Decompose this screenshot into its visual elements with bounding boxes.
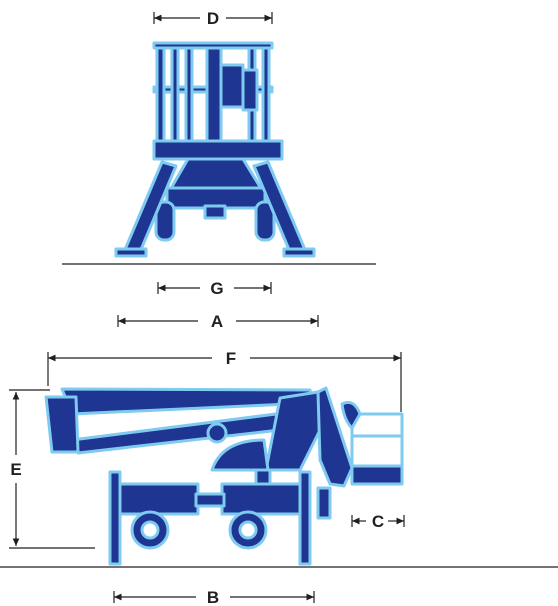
upper-boom <box>60 387 314 416</box>
front-basket <box>152 41 274 144</box>
dimension-label-b: B <box>207 588 219 606</box>
dimension-label-a: A <box>211 312 223 331</box>
side-outrigger-right <box>298 470 312 566</box>
front-foot-left <box>114 247 148 258</box>
jib-knuckle <box>264 390 332 472</box>
front-wheel-left <box>154 200 176 242</box>
dimension-lines <box>9 12 405 603</box>
side-view <box>44 386 404 566</box>
front-foot-right <box>282 247 316 258</box>
dimension-label-c: C <box>372 512 384 531</box>
front-view <box>114 41 316 258</box>
side-outrigger-left <box>108 470 122 566</box>
side-wheel-rear <box>228 510 268 550</box>
front-platform <box>152 139 284 161</box>
boom-head <box>44 395 80 454</box>
turret <box>210 438 270 472</box>
side-chassis-front <box>118 482 200 516</box>
front-chassis <box>168 157 264 192</box>
side-basket <box>350 412 404 468</box>
dimension-label-d: D <box>207 9 219 28</box>
side-chassis-rear <box>220 482 302 516</box>
front-wheel-right <box>254 200 276 242</box>
dimension-label-e: E <box>10 460 21 479</box>
side-basket-arm <box>340 400 362 430</box>
side-chassis-link <box>194 492 226 508</box>
side-basket-floor <box>350 464 404 486</box>
boom-pivot <box>206 422 228 444</box>
dimension-label-g: G <box>210 279 223 298</box>
dimension-label-f: F <box>226 349 236 368</box>
jib-arm <box>316 386 354 488</box>
side-wheel-front <box>130 510 170 550</box>
